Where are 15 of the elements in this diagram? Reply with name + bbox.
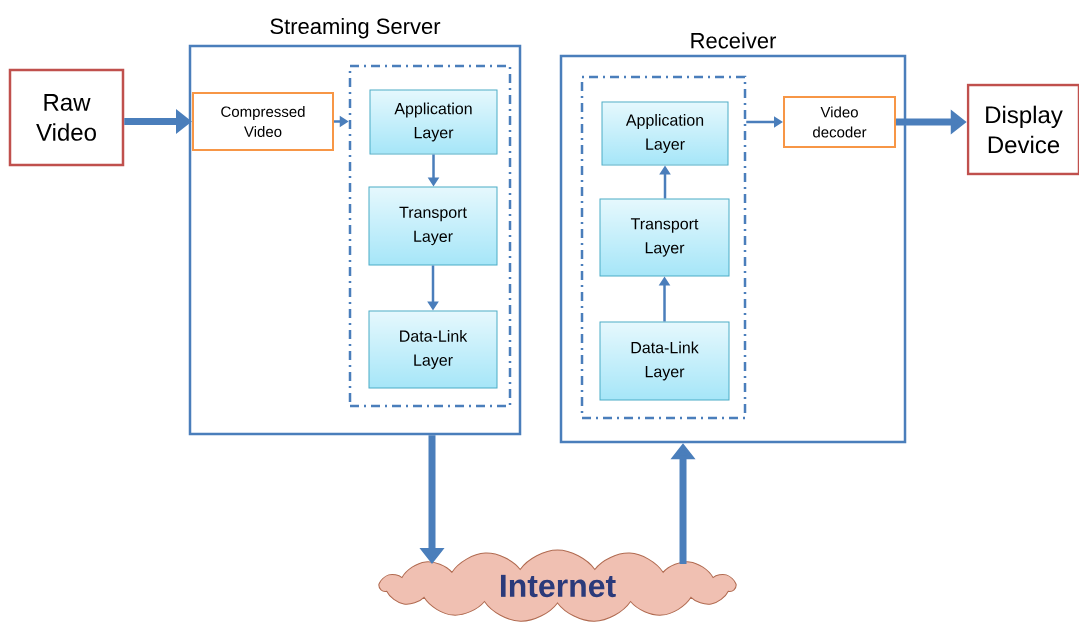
layer-box: Transport Layer: [599, 198, 730, 277]
process-box: Video decoder: [783, 96, 896, 148]
internet-cloud: Internet: [378, 549, 737, 622]
layer-box: Data-Link Layer: [368, 310, 498, 389]
layer-box: Transport Layer: [368, 186, 498, 266]
process-box: Compressed Video: [192, 92, 334, 151]
layer-box: Data-Link Layer: [599, 321, 730, 401]
block-box: Display Device: [966, 83, 1079, 176]
dash-dot-group: [580, 75, 747, 420]
node-label: Receiver: [691, 32, 777, 49]
layer-box: Application Layer: [601, 101, 729, 166]
block-box: Raw Video: [8, 68, 125, 167]
node-label: Streaming Server: [270, 17, 441, 39]
dash-dot-group: [348, 64, 512, 408]
layer-box: Application Layer: [369, 89, 498, 155]
